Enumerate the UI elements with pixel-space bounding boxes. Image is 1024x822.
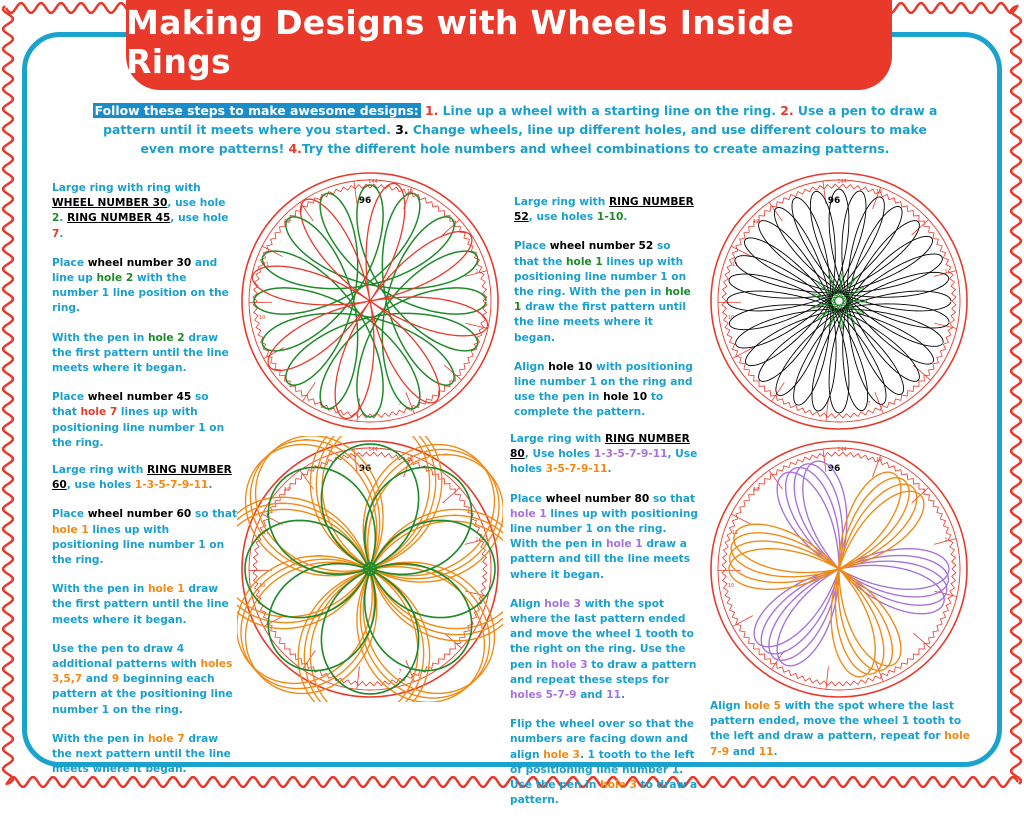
ring-number-label: 1 (475, 269, 478, 275)
intro-lead: Follow these steps to make awesome desig… (93, 103, 421, 118)
ring-inner-edge (249, 448, 491, 690)
step-number: 2. (780, 103, 793, 118)
ring-number-label: 13 (876, 457, 882, 463)
ring-number-label: 7 (867, 401, 870, 407)
wavy-edge (1011, 6, 1021, 784)
page-title: Making Designs with Wheels Inside Rings (126, 3, 892, 81)
position-line (913, 633, 930, 648)
instruction-paragraph: Place wheel number 45 so that hole 7 lin… (52, 390, 230, 451)
ring-inner-edge (718, 180, 960, 422)
instruction-paragraph: Large ring with RING NUMBER 60, use hole… (52, 463, 238, 493)
position-line (357, 666, 359, 689)
ring-number-label: 7 (398, 669, 401, 675)
ring-number-label: 144 (368, 447, 378, 453)
position-line (823, 449, 826, 472)
instructions-ring-60: Large ring with RING NUMBER 60, use hole… (52, 463, 238, 791)
step-number: 3. (395, 122, 408, 137)
instruction-paragraph: Large ring with RING NUMBER 52, use hole… (514, 195, 694, 225)
ring-number-label: 12 (284, 487, 290, 493)
ring-number-label: 144 (368, 179, 378, 185)
position-line (443, 488, 460, 503)
ring-number-label: 12 (753, 487, 759, 493)
position-line (733, 616, 753, 627)
pattern-green-center (812, 273, 867, 329)
instruction-paragraph: Large ring with RING NUMBER 80, Use hole… (510, 432, 698, 478)
position-line (465, 323, 487, 328)
pattern-orange (237, 436, 503, 702)
instructions-ring-52: Large ring with RING NUMBER 52, use hole… (514, 195, 694, 435)
pattern-black (706, 168, 972, 434)
instruction-paragraph: Align hole 3 with the spot where the las… (510, 597, 698, 703)
ring-number-label: 10 (728, 583, 734, 589)
instruction-paragraph: Flip the wheel over so that the numbers … (510, 717, 698, 808)
position-line (731, 514, 751, 524)
instruction-paragraph: With the pen in hole 7 draw the next pat… (52, 732, 238, 778)
ring-number-label: 1 (475, 537, 478, 543)
instructions-wheel-30: Large ring with ring with WHEEL NUMBER 3… (52, 181, 230, 465)
pattern-black (708, 170, 971, 433)
instructions-hole-5: Align hole 5 with the spot where the las… (710, 699, 972, 774)
instruction-paragraph: Place wheel number 60 so that hole 1 lin… (52, 507, 238, 568)
ring-number-label: 1 (944, 537, 947, 543)
pattern-black (706, 168, 972, 434)
instruction-paragraph: Align hole 5 with the spot where the las… (710, 699, 972, 760)
title-banner: Making Designs with Wheels Inside Rings (126, 0, 892, 90)
instruction-paragraph: Use the pen to draw 4 additional pattern… (52, 642, 238, 718)
ring-number-label: 144 (837, 447, 847, 453)
ring-number-label: 144 (837, 179, 847, 185)
step-text: Line up a wheel with a starting line on … (438, 103, 780, 118)
instruction-paragraph: Large ring with ring with WHEEL NUMBER 3… (52, 181, 230, 242)
ring-number-label: 96 (828, 196, 841, 206)
instruction-paragraph: Place wheel number 80 so that hole 1 lin… (510, 492, 698, 583)
position-line (769, 470, 782, 489)
intro-text: Follow these steps to make awesome desig… (90, 101, 940, 158)
instruction-paragraph: With the pen in hole 2 draw the first pa… (52, 331, 230, 377)
wavy-edge (3, 6, 13, 784)
pattern-red (237, 168, 503, 434)
position-line (769, 202, 782, 221)
ring-number-label: 13 (876, 189, 882, 195)
pattern-orange (237, 436, 503, 702)
ring-number-label: 12 (753, 219, 759, 225)
position-line (826, 666, 828, 689)
step-number: 1. (425, 103, 438, 118)
ring-number-label: 96 (359, 196, 372, 206)
step-number: 4. (289, 141, 302, 156)
pattern-black (727, 189, 951, 413)
ring-outer (711, 173, 967, 429)
position-line (912, 220, 929, 235)
ring-outer (242, 441, 498, 697)
instruction-paragraph: Align hole 10 with positioning line numb… (514, 360, 694, 421)
ring-number-label: 10 (259, 315, 265, 321)
instruction-paragraph: Place wheel number 30 and line up hole 2… (52, 256, 230, 317)
instruction-paragraph: With the pen in hole 1 draw the first pa… (52, 582, 238, 628)
pattern-orange (237, 436, 503, 702)
step-text: Try the different hole numbers and wheel… (302, 141, 890, 156)
instruction-paragraph: Place wheel number 52 so that the hole 1… (514, 239, 694, 345)
pattern-orange (725, 473, 972, 702)
instructions-ring-80: Large ring with RING NUMBER 80, Use hole… (510, 432, 698, 822)
position-line (354, 181, 357, 204)
